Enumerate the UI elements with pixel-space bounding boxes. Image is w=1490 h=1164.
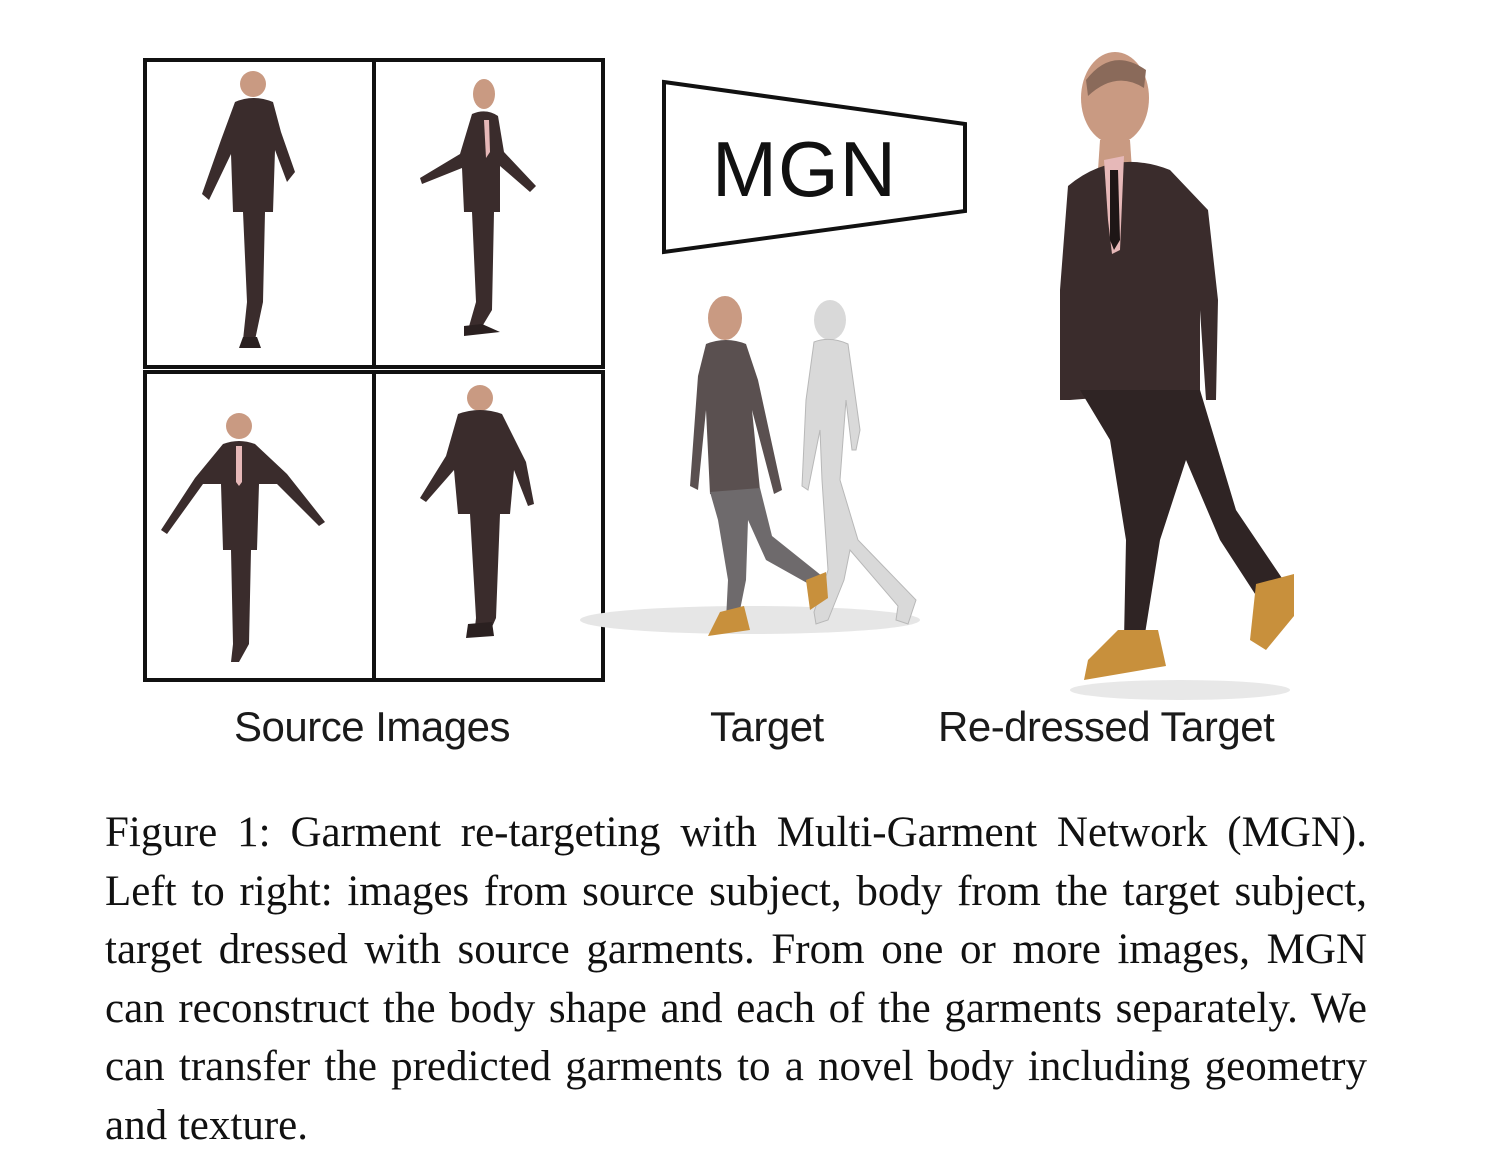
source-figure-side <box>420 79 536 336</box>
source-figure-rear <box>420 385 534 638</box>
redressed-target-figure <box>1060 52 1294 700</box>
source-figure-front <box>161 413 325 662</box>
figure-1: MGN Source Images Target Re-dressed <box>143 52 1294 750</box>
source-image-panel-front <box>143 370 376 682</box>
source-figure-back <box>202 71 295 348</box>
source-images-label: Source Images <box>234 703 510 750</box>
target-figure <box>580 296 920 636</box>
redressed-target-label: Re-dressed Target <box>938 703 1275 750</box>
mgn-label: MGN <box>712 125 897 213</box>
source-image-panel-side <box>372 58 605 369</box>
mgn-network-shape <box>662 79 967 255</box>
target-body-mesh <box>801 300 917 625</box>
target-label: Target <box>710 703 824 750</box>
figure-caption: Figure 1: Garment re-targeting with Mult… <box>105 809 1367 1149</box>
source-image-panel-back <box>143 58 376 369</box>
source-image-panel-rear <box>372 370 605 682</box>
target-person <box>690 296 828 636</box>
